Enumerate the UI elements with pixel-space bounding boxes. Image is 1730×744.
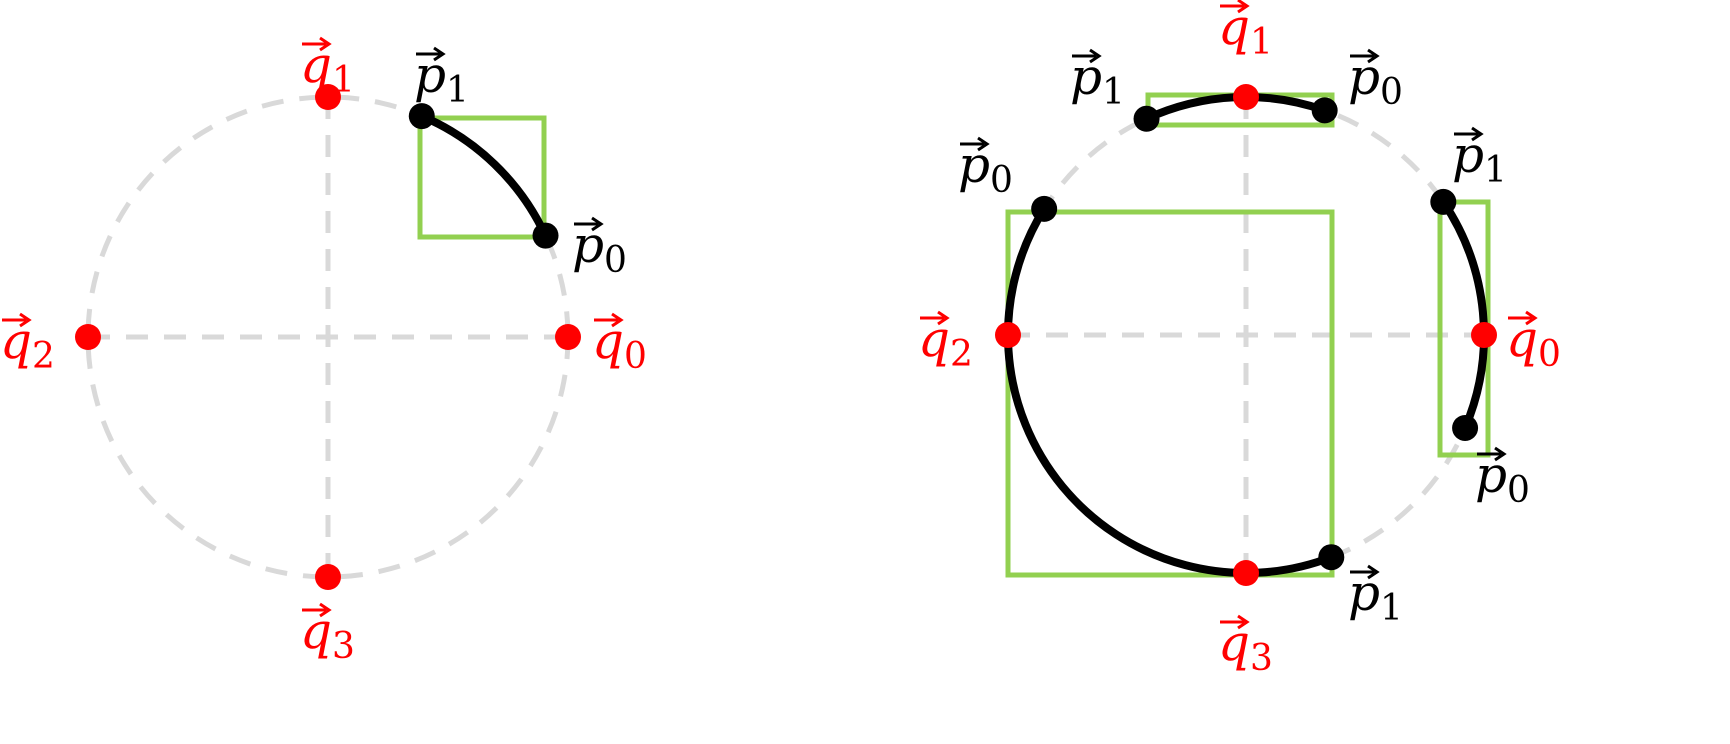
left-q0-label: q0 xyxy=(592,312,647,377)
left-p1-point xyxy=(408,103,435,130)
label-subscript: 0 xyxy=(604,240,627,281)
left-bounding-box xyxy=(417,115,547,240)
right-side-p0-label: p0 xyxy=(1475,446,1530,511)
label-subscript: 1 xyxy=(446,70,469,111)
label-text: p0 xyxy=(1475,446,1530,511)
right-top-p0-point xyxy=(1311,97,1338,124)
vector-arrowhead-icon xyxy=(1367,48,1380,64)
left-q0-point xyxy=(555,324,581,350)
label-subscript: 3 xyxy=(332,626,355,667)
right-q3-label: q3 xyxy=(1218,614,1273,679)
right-q3-point xyxy=(1233,560,1259,586)
vector-arrowhead-icon xyxy=(1367,564,1380,580)
right-side-p1-label: p1 xyxy=(1452,126,1507,191)
vector-arrowhead-icon xyxy=(611,312,624,328)
right-large-p1-point xyxy=(1318,544,1345,571)
label-subscript: 1 xyxy=(1380,588,1403,629)
label-subscript: 0 xyxy=(624,336,647,377)
right-q2-point xyxy=(995,322,1021,348)
label-subscript: 0 xyxy=(990,160,1013,201)
left-q2-point xyxy=(75,324,101,350)
label-subscript: 1 xyxy=(332,60,355,101)
right-top-p0-label: p0 xyxy=(1348,48,1403,113)
vector-arrowhead-icon xyxy=(1237,614,1250,630)
label-subscript: 1 xyxy=(1484,150,1507,191)
right-q0-point xyxy=(1471,322,1497,348)
label-subscript: 2 xyxy=(950,334,973,375)
right-q2-label: q2 xyxy=(918,310,973,375)
right-side-arc xyxy=(1439,199,1488,430)
vector-arrowhead-icon xyxy=(433,46,446,62)
vector-arrowhead-icon xyxy=(977,136,990,152)
vector-arrowhead-icon xyxy=(1089,48,1102,64)
right-q0-label: q0 xyxy=(1506,310,1561,375)
vector-arrowhead-icon xyxy=(1494,446,1507,462)
left-p0-label: p0 xyxy=(572,216,627,281)
vector-arrowhead-icon xyxy=(319,36,332,52)
right-side-p1-point xyxy=(1430,188,1457,215)
right-side-p0-point xyxy=(1452,414,1479,441)
vector-arrowhead-icon xyxy=(1237,0,1250,14)
right-q1-point xyxy=(1233,84,1259,110)
label-text: q1 xyxy=(1218,0,1273,63)
left-q1-label: q1 xyxy=(300,36,355,101)
vector-arrowhead-icon xyxy=(591,216,604,232)
label-text: q3 xyxy=(1218,614,1273,679)
vector-arrowhead-icon xyxy=(1471,126,1484,142)
label-subscript: 3 xyxy=(1250,638,1273,679)
right-large-arc xyxy=(1004,206,1333,577)
right-top-p1-label: p1 xyxy=(1070,48,1125,113)
left-p1-label: p1 xyxy=(414,46,469,111)
label-text: p1 xyxy=(1348,564,1403,629)
right-large-p0-point xyxy=(1031,195,1058,222)
right-top-p1-point xyxy=(1133,105,1160,132)
vector-arrowhead-icon xyxy=(1525,310,1538,326)
vector-arrowhead-icon xyxy=(19,312,32,328)
right-q1-label: q1 xyxy=(1218,0,1273,63)
left-arc xyxy=(420,112,550,238)
left-q3-label: q3 xyxy=(300,602,355,667)
left-p0-point xyxy=(532,222,559,249)
label-subscript: 2 xyxy=(32,336,55,377)
label-subscript: 0 xyxy=(1380,72,1403,113)
left-q2-label: q2 xyxy=(0,312,55,377)
left-q3-point xyxy=(315,564,341,590)
label-subscript: 0 xyxy=(1538,334,1561,375)
label-subscript: 1 xyxy=(1250,22,1273,63)
label-subscript: 0 xyxy=(1507,470,1530,511)
right-large-p0-label: p0 xyxy=(958,136,1013,201)
left-q1-point xyxy=(315,84,341,110)
right-large-p1-label: p1 xyxy=(1348,564,1403,629)
vector-arrowhead-icon xyxy=(937,310,950,326)
label-subscript: 1 xyxy=(1102,72,1125,113)
vector-arrowhead-icon xyxy=(319,602,332,618)
right-large-bounding-box xyxy=(1005,209,1335,578)
